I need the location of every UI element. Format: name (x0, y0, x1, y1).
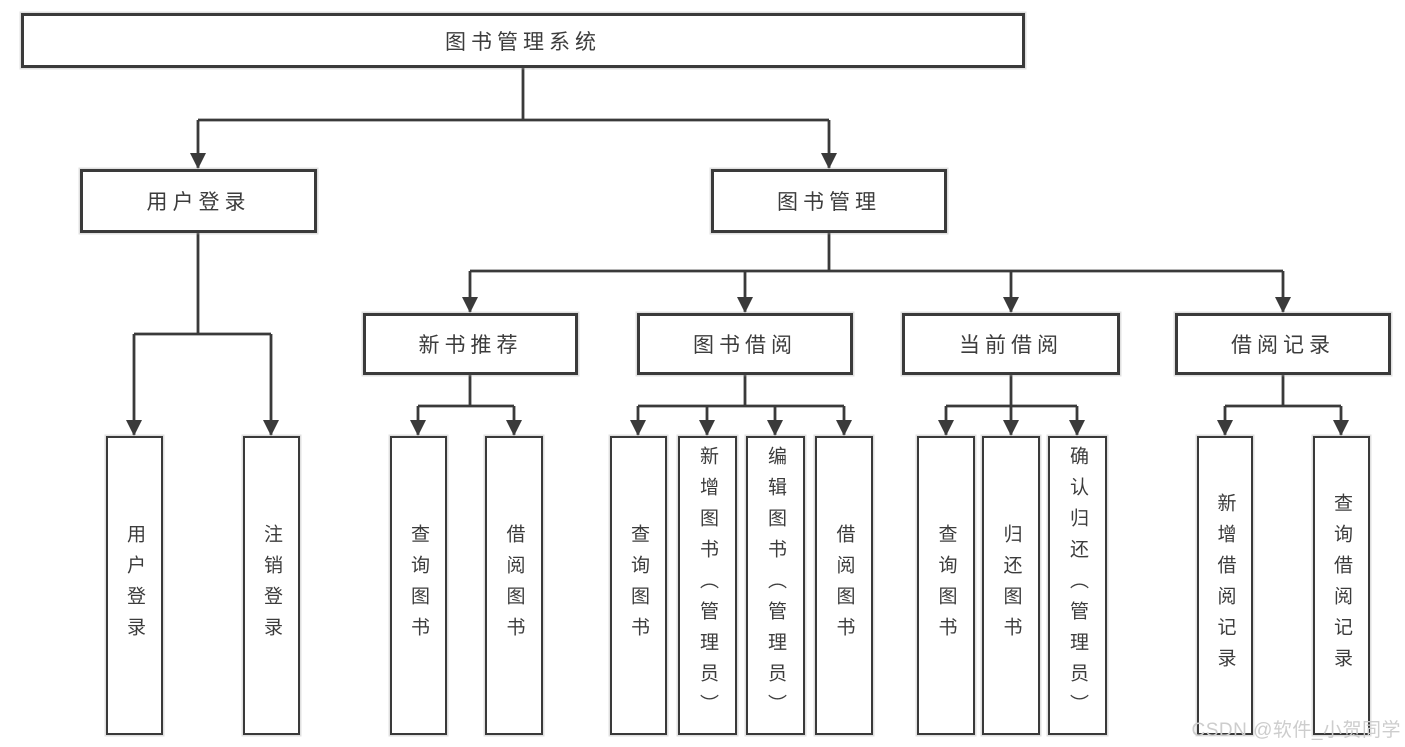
leaf-query-borrow-record: 查询借阅记录 (1313, 436, 1370, 735)
leaf-borrow-books-recommend: 借阅图书 (485, 436, 543, 735)
leaf-borrow-books: 借阅图书 (815, 436, 873, 735)
leaf-label: 查询图书 (408, 523, 429, 648)
leaf-label: 查询图书 (628, 523, 649, 648)
node-label: 图书管理系统 (445, 30, 601, 54)
node-label: 当前借阅 (959, 334, 1063, 357)
leaf-label: 新增借阅记录 (1214, 492, 1236, 679)
node-book-management: 图书管理 (711, 169, 947, 233)
node-label: 图书借阅 (693, 334, 797, 357)
leaf-label: 借阅图书 (503, 523, 525, 648)
node-label: 图书管理 (777, 191, 881, 214)
leaf-return-books: 归还图书 (982, 436, 1040, 735)
node-borrowing-records: 借阅记录 (1175, 313, 1391, 375)
leaf-label: 查询借阅记录 (1331, 492, 1352, 679)
leaf-edit-books-admin: 编辑图书（管理员） (746, 436, 805, 735)
node-current-borrowing: 当前借阅 (902, 313, 1120, 375)
node-label: 用户登录 (146, 191, 251, 214)
leaf-label: 查询图书 (935, 523, 957, 648)
leaf-label: 新增图书（管理员） (697, 446, 718, 725)
leaf-label: 确认归还（管理员） (1067, 446, 1088, 725)
leaf-label: 归还图书 (1000, 523, 1022, 648)
node-label: 借阅记录 (1231, 334, 1335, 357)
node-label: 新书推荐 (418, 334, 523, 357)
leaf-query-books-recommend: 查询图书 (390, 436, 447, 735)
node-new-book-recommendation: 新书推荐 (363, 313, 578, 375)
leaf-user-login: 用户登录 (106, 436, 163, 735)
leaf-query-books-borrow: 查询图书 (610, 436, 667, 735)
leaf-label: 用户登录 (124, 523, 145, 648)
leaf-query-books-current: 查询图书 (917, 436, 975, 735)
csdn-watermark: CSDN @软件_小贺同学 (1191, 720, 1401, 741)
leaf-add-borrow-record: 新增借阅记录 (1197, 436, 1253, 735)
leaf-add-books-admin: 新增图书（管理员） (678, 436, 737, 735)
leaf-logout: 注销登录 (243, 436, 300, 735)
node-user-login: 用户登录 (80, 169, 317, 233)
leaf-label: 注销登录 (261, 523, 282, 648)
leaf-label: 借阅图书 (833, 523, 855, 648)
leaf-confirm-return-admin: 确认归还（管理员） (1048, 436, 1107, 735)
leaf-label: 编辑图书（管理员） (765, 446, 786, 725)
node-book-borrowing: 图书借阅 (637, 313, 853, 375)
node-library-management-system: 图书管理系统 (21, 13, 1025, 68)
